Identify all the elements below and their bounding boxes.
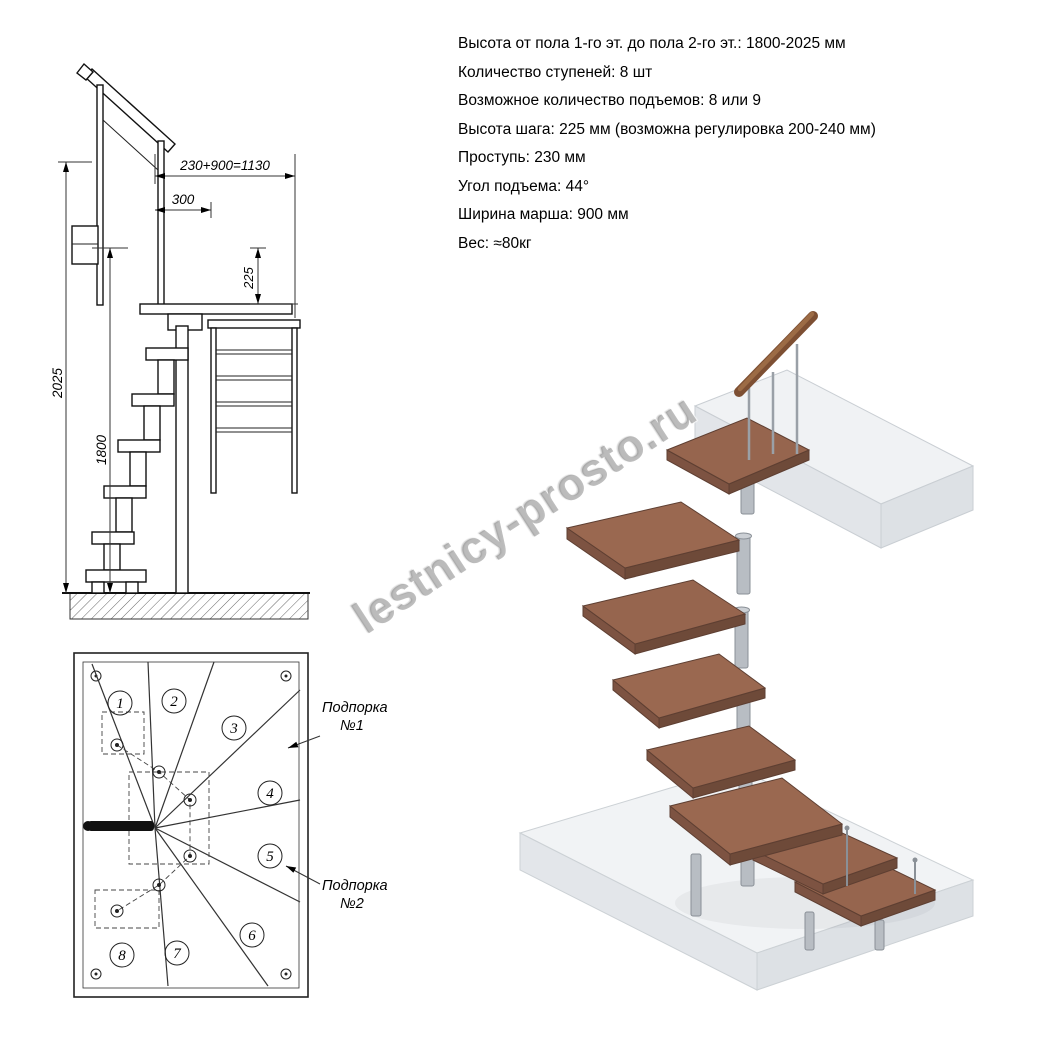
spec-line-weight: Вес: ≈80кг — [458, 234, 532, 252]
support1-line1: Подпорка — [322, 700, 388, 716]
railing-pins — [844, 825, 918, 894]
dimension-offset: 300 — [155, 192, 212, 218]
spec-line-step-height: Высота шага: 225 мм (возможна регулировк… — [458, 120, 876, 138]
plan-svg: 1 2 3 4 5 6 7 8 Подпорка №1 Подпорка №2 — [73, 652, 388, 998]
central-mast — [175, 325, 189, 594]
spec-line-step-count: Количество ступеней: 8 шт — [458, 63, 653, 81]
step-numbers: 1 2 3 4 5 6 7 8 — [107, 688, 283, 968]
support-legs — [690, 853, 885, 951]
plan-drawing: 1 2 3 4 5 6 7 8 Подпорка №1 Подпорка №2 — [72, 650, 412, 1007]
support-label-2: Подпорка №2 — [285, 865, 388, 912]
steps-side-view — [85, 347, 189, 594]
spec-line-angle: Угол подъема: 44° — [458, 177, 590, 195]
entry-rail-bar — [83, 821, 154, 831]
dim-label-total: 230+900=1130 — [179, 158, 270, 173]
staircase-3d-render — [495, 288, 975, 1033]
step-number-4: 4 — [266, 786, 274, 802]
step-number-1: 1 — [116, 696, 124, 712]
step-boundaries — [91, 661, 301, 987]
render-svg — [518, 311, 975, 991]
dimension-height-max: 2025 — [50, 161, 92, 593]
elevation-drawing: 230+900=1130 300 225 2025 1800 — [48, 58, 318, 643]
support2-line1: Подпорка — [322, 878, 388, 894]
dimension-total-width: 230+900=1130 — [154, 154, 296, 318]
step-number-5: 5 — [266, 849, 274, 865]
step-number-2: 2 — [170, 694, 178, 710]
spec-line-tread: Проступь: 230 мм — [458, 149, 586, 166]
railing-balusters — [747, 344, 799, 460]
dim-label-offset: 300 — [172, 192, 195, 207]
handrail-side-view — [76, 62, 176, 306]
dim-label-height-max: 2025 — [50, 367, 65, 399]
support2-line2: №2 — [340, 896, 364, 912]
step-number-3: 3 — [229, 721, 238, 737]
step-number-8: 8 — [118, 948, 126, 964]
dim-label-height-min: 1800 — [94, 434, 109, 465]
wood-handrail — [734, 311, 818, 397]
wall-bracket — [71, 225, 99, 265]
steps-3d — [565, 417, 937, 927]
dimension-height-min: 1800 — [92, 247, 128, 593]
dimension-rise: 225 — [241, 247, 298, 305]
spec-line-width: Ширина марша: 900 мм — [458, 206, 629, 223]
construction-dashed — [94, 711, 210, 929]
spec-line-rise-count: Возможное количество подъемов: 8 или 9 — [458, 92, 761, 109]
support-label-1: Подпорка №1 — [287, 700, 388, 749]
corner-fasteners — [90, 670, 292, 980]
support-posts — [110, 738, 197, 918]
elevation-svg: 230+900=1130 300 225 2025 1800 — [50, 62, 310, 620]
dim-label-rise: 225 — [241, 266, 256, 289]
step-number-7: 7 — [173, 946, 182, 962]
support1-line2: №1 — [340, 718, 364, 734]
ground-hatch — [62, 592, 310, 620]
specs-block: Высота от пола 1-го эт. до пола 2-го эт.… — [458, 30, 978, 258]
step-number-6: 6 — [248, 928, 256, 944]
railing-frame — [207, 319, 301, 494]
spec-line-floor-height: Высота от пола 1-го эт. до пола 2-го эт.… — [458, 35, 846, 52]
